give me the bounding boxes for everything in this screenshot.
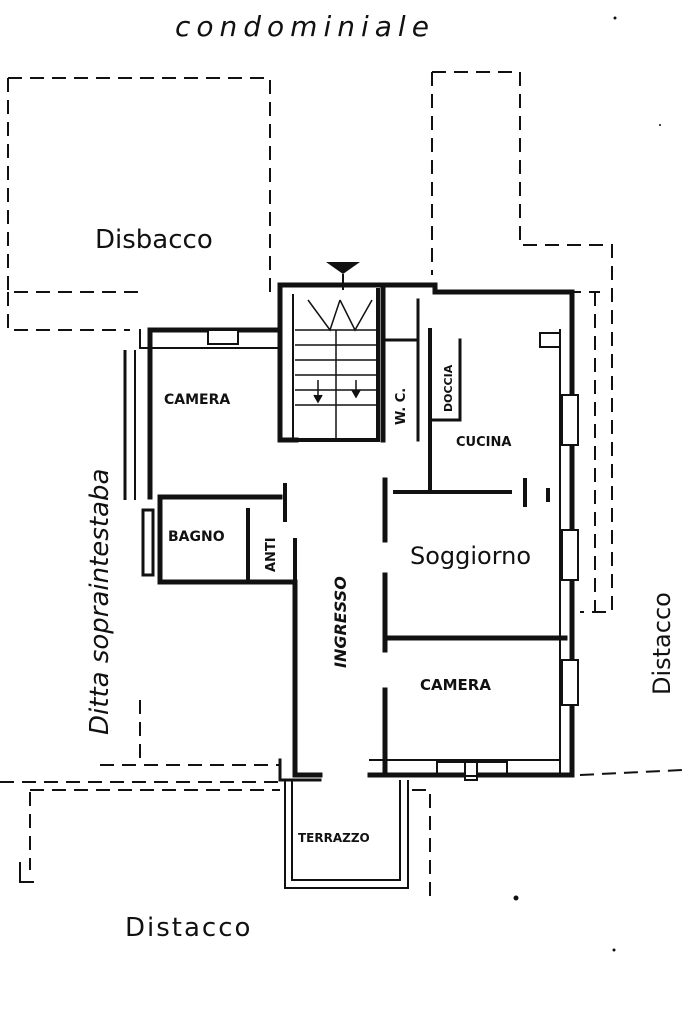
condominiale-label: condominiale [175, 10, 435, 43]
ditta-label: Ditta sopraintestaba [85, 469, 115, 735]
distacco-bottom-label: Distacco [125, 913, 252, 943]
entry-arrow-icon [326, 262, 360, 274]
boundary-lines [0, 71, 683, 900]
walls [139, 282, 575, 782]
corner-mark [19, 862, 34, 883]
camera-nw-label: CAMERA [164, 392, 230, 408]
soggiorno-label: Soggiorno [410, 542, 531, 570]
scan-dots [513, 16, 661, 952]
doccia-label: DOCCIA [442, 364, 455, 412]
anti-label: ANTI [264, 537, 279, 572]
distacco-top-label: Disbacco [95, 225, 213, 255]
terrazzo-outline [284, 780, 409, 889]
left-side-wall [123, 350, 155, 577]
terrazzo-label: TERRAZZO [298, 831, 370, 845]
distacco-right-label: Distacco [648, 592, 676, 695]
ingresso-label: INGRESSO [331, 576, 350, 668]
camera-se-label: CAMERA [420, 676, 491, 694]
bagno-label: BAGNO [168, 529, 225, 545]
cucina-label: CUCINA [456, 435, 511, 450]
wc-label: W. C. [394, 388, 409, 425]
staircase [295, 299, 378, 440]
windows [207, 329, 579, 781]
